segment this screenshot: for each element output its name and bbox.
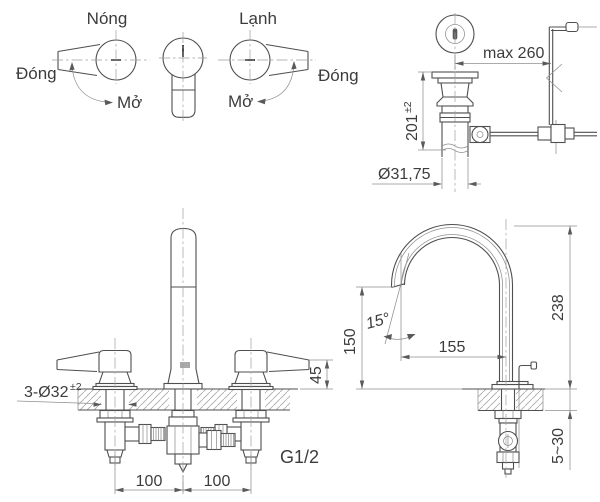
hot-handle-lever <box>57 43 101 77</box>
cold-label: Lạnh <box>239 9 277 28</box>
cold-handle-top-view <box>218 30 316 105</box>
spout-angle-label: 15° <box>364 310 392 333</box>
dim-tail-diameter: Ø31,75 <box>372 158 481 189</box>
faucet-side-view: 15° 150 155 23 <box>342 219 577 478</box>
lift-rod <box>537 21 597 154</box>
spout-inlet-thread <box>220 432 236 448</box>
rod-linkage-joint <box>537 120 597 154</box>
handle-height-label: 45 <box>308 366 325 384</box>
lift-rod-knob-side <box>530 361 538 370</box>
drain-assembly-view: max 260 201 ±2 Ø31,75 <box>372 13 597 192</box>
hot-lever <box>56 351 100 373</box>
deck-front <box>77 388 298 411</box>
dim-deck-thickness: 5~30 <box>545 410 577 464</box>
deck-side <box>462 388 545 412</box>
hot-inlet-thread <box>150 426 166 442</box>
spout-deck-flange <box>491 383 534 390</box>
dim-total-height: 238 <box>514 225 577 470</box>
cold-close-label: Đóng <box>318 66 359 85</box>
left-spacing-label: 100 <box>136 473 163 490</box>
hole-spec-tolerance: ±2 <box>70 381 82 393</box>
dim-hole-spacing: 100 100 <box>114 452 252 494</box>
dim-hole-spec: 3-Ø32 ±2 <box>16 381 137 407</box>
close-direction-arrow <box>291 61 297 70</box>
max-reach-label: max 260 <box>483 45 544 62</box>
dim-max-reach: max 260 <box>454 45 551 70</box>
cold-open-label: Mở <box>228 92 253 111</box>
open-direction-arrow <box>104 99 113 106</box>
reach-label: 155 <box>439 339 466 356</box>
tail-diameter-label: Ø31,75 <box>378 166 431 183</box>
hole-spec-value: 3-Ø32 <box>24 384 69 401</box>
hot-label: Nóng <box>87 9 128 28</box>
dim-drain-height: 201 ±2 <box>402 71 446 151</box>
rod-break-symbol <box>545 63 563 93</box>
deck-thickness-label: 5~30 <box>550 428 567 464</box>
total-height-label: 238 <box>550 294 567 321</box>
lift-rod-side <box>518 361 538 468</box>
handle-operation-guide: Nóng Lạnh Đóng Mở Mở Đóng <box>16 9 359 122</box>
cold-rotation-arc <box>261 64 295 102</box>
thread-label: G1/2 <box>280 447 319 467</box>
right-spacing-label: 100 <box>204 473 231 490</box>
open-direction-arrow <box>257 98 266 105</box>
spout-valve-body <box>166 409 236 474</box>
dim-spout-angle: 15° <box>364 252 416 349</box>
lift-rod-knob <box>565 21 579 33</box>
hot-open-label: Mở <box>117 93 142 112</box>
drain-height-value: 201 <box>404 114 421 141</box>
hot-close-label: Đóng <box>16 64 57 83</box>
cold-lever <box>266 351 310 373</box>
faucet-front-view: 3-Ø32 ±2 45 100 100 G1/2 <box>16 208 333 494</box>
outlet-height-label: 150 <box>342 328 359 355</box>
spout-shank-valve <box>494 389 522 475</box>
dim-outlet-height: 150 <box>342 286 462 390</box>
hot-handle-top-view <box>52 30 150 106</box>
handle-side-view <box>159 32 207 122</box>
dim-reach: 155 <box>400 339 506 361</box>
handle-body <box>171 74 196 118</box>
hot-rotation-arc <box>71 65 107 103</box>
spout-brand-mark <box>180 362 190 368</box>
cold-handle-lever <box>265 43 309 77</box>
gooseneck-spout <box>390 223 514 385</box>
close-direction-arrow <box>69 62 75 71</box>
drain-height-tolerance: ±2 <box>402 101 414 113</box>
dim-handle-height: 45 <box>300 359 333 390</box>
hot-valve-body <box>96 409 166 464</box>
